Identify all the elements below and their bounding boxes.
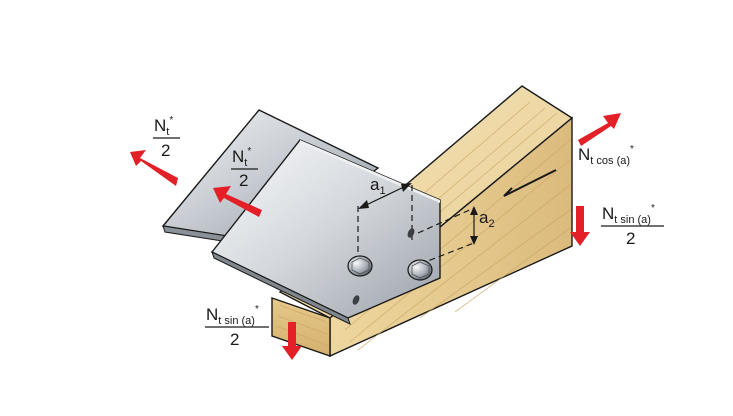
label-sub: t: [244, 157, 247, 169]
bolt-right: [407, 259, 433, 281]
label-main: N: [154, 116, 166, 135]
svg-text:a2: a2: [479, 208, 495, 230]
label-a1: a1: [370, 175, 386, 197]
force-arrow-inner-left: [213, 186, 262, 217]
label-sub: t: [166, 126, 169, 138]
label-denominator: 2: [161, 141, 170, 160]
svg-text:Nt*: Nt*: [232, 146, 251, 169]
label-sup: *: [630, 144, 634, 155]
label-sup: *: [247, 146, 251, 157]
force-arrow-down-right: [570, 206, 590, 246]
dimension-a1: [358, 183, 412, 209]
label-main: N: [578, 145, 590, 164]
bolt-left: [347, 255, 373, 277]
bolt-hole-upper: [407, 228, 415, 238]
svg-text:Nt cos (a)*: Nt cos (a)*: [578, 144, 634, 167]
label-main: a: [370, 175, 380, 194]
label-nt-half-outer: Nt* 2: [153, 115, 180, 160]
label-nt-half-inner: Nt* 2: [231, 146, 258, 190]
label-sub: 1: [379, 185, 385, 197]
label-sup: *: [651, 203, 655, 214]
steel-plate-inner-edge: [211, 251, 351, 325]
dimension-a2: [470, 206, 478, 245]
label-nt-sin-right: Nt sin (a)* 2: [601, 203, 664, 248]
label-main: a: [479, 208, 489, 227]
label-a2: a2: [479, 208, 495, 230]
label-sub: t cos (a): [590, 155, 630, 167]
force-arrow-upper-right: [578, 113, 621, 146]
svg-text:Nt*: Nt*: [154, 115, 173, 138]
label-denominator: 2: [230, 330, 239, 349]
label-denominator: 2: [626, 229, 635, 248]
label-sup: *: [255, 304, 259, 315]
label-sub: t sin (a): [614, 214, 651, 226]
label-denominator: 2: [239, 171, 248, 190]
bolt-hole-lower: [352, 295, 360, 305]
label-main: N: [206, 305, 218, 324]
label-sub: t sin (a): [218, 315, 255, 327]
svg-text:Nt sin (a)*: Nt sin (a)*: [206, 304, 259, 327]
force-arrow-outer-left: [130, 150, 178, 186]
timber-end-face: [271, 297, 331, 357]
svg-text:a1: a1: [370, 175, 386, 197]
label-nt-sin-bottom: Nt sin (a)* 2: [205, 304, 269, 349]
grain-direction-arrow: [503, 169, 557, 197]
label-sub: 2: [488, 218, 494, 230]
label-sup: *: [169, 115, 173, 126]
label-nt-cos: Nt cos (a)*: [578, 144, 634, 167]
force-arrow-down-bottom: [282, 322, 302, 360]
svg-text:Nt sin (a)*: Nt sin (a)*: [602, 203, 655, 226]
label-main: N: [602, 204, 614, 223]
label-main: N: [232, 147, 244, 166]
